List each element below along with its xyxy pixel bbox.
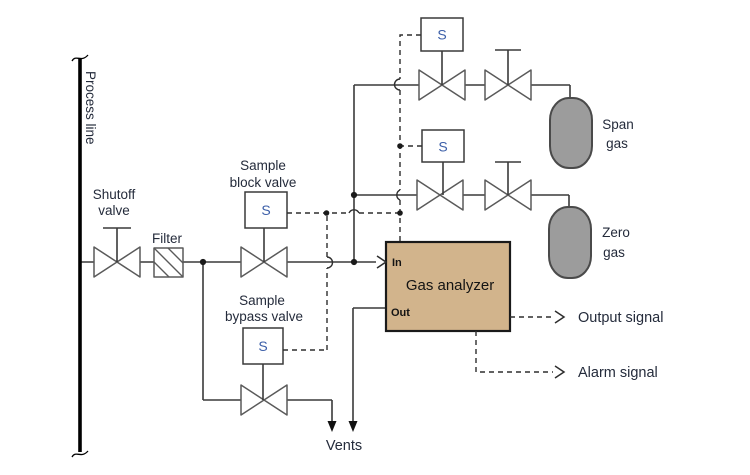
alarm-signal-dashed xyxy=(475,331,553,373)
output-signal-label: Output signal xyxy=(578,310,663,326)
process-line-break-bottom xyxy=(71,450,89,458)
pipes xyxy=(80,84,571,421)
span-gas-label-line2: gas xyxy=(606,136,628,151)
bypass-solenoid-letter: S xyxy=(258,338,267,354)
shutoff-valve-label-line2: valve xyxy=(98,203,130,218)
bypass-line xyxy=(202,262,333,421)
analyzer-title: Gas analyzer xyxy=(406,277,494,294)
alarm-signal-arrow-icon xyxy=(554,365,566,379)
gas-bottles xyxy=(548,97,593,279)
shutoff-valve-handle xyxy=(103,227,131,262)
zero-gas-bottle xyxy=(548,206,592,279)
junction-dot xyxy=(397,143,403,149)
junction-dot xyxy=(350,191,358,199)
filter-label: Filter xyxy=(152,231,183,246)
filter-hatch xyxy=(153,247,184,278)
junction-dot xyxy=(199,258,207,266)
block-solenoid-box xyxy=(244,191,288,229)
valves xyxy=(93,49,532,416)
zero-gas-line xyxy=(354,194,570,207)
arrows-and-junctions xyxy=(199,143,403,432)
junction-dot xyxy=(350,258,358,266)
alarm-signal-label: Alarm signal xyxy=(578,365,658,381)
span-gas-bottle xyxy=(549,97,593,169)
zero-gas-label-line1: Zero xyxy=(602,225,630,240)
analyzer-out-line xyxy=(352,307,386,421)
process-line xyxy=(71,54,89,458)
control-lines xyxy=(283,34,566,379)
zero-solenoid-valve-symbol xyxy=(416,179,464,211)
zero-manual-valve-handle xyxy=(495,161,521,195)
analyzer-in-port-label: In xyxy=(392,257,402,269)
junction-dot xyxy=(323,210,330,216)
bypass-solenoid-dashed xyxy=(283,213,328,351)
span-gas-label-line1: Span xyxy=(602,117,634,132)
line-hop xyxy=(348,209,360,214)
sample-bypass-valve-label-line2: bypass valve xyxy=(225,309,303,324)
block-solenoid-letter: S xyxy=(261,202,270,218)
gas-analyzer-box xyxy=(384,240,512,333)
vents-label: Vents xyxy=(326,438,362,454)
labels: Process line Shutoff valve Filter Sample… xyxy=(83,71,663,454)
vent-arrow-icon xyxy=(327,421,337,432)
bypass-solenoid-box xyxy=(242,327,284,365)
sample-block-valve-label-line2: block valve xyxy=(230,175,297,190)
process-line-label: Process line xyxy=(83,71,98,145)
process-line-break-top xyxy=(71,54,89,62)
shutoff-valve-label-line1: Shutoff xyxy=(93,187,136,202)
span-manual-valve-handle xyxy=(495,49,521,85)
sample-bypass-valve-label-line1: Sample xyxy=(239,293,285,308)
analyzer-out-port-label: Out xyxy=(391,307,410,319)
line-hop xyxy=(326,256,334,269)
zero-gas-label-line2: gas xyxy=(603,245,625,260)
filter-symbol xyxy=(153,247,184,278)
line-hop xyxy=(396,189,401,201)
output-signal-arrow-icon xyxy=(554,310,566,324)
sample-block-valve-label-line1: Sample xyxy=(240,158,286,173)
span-solenoid-letter: S xyxy=(437,27,446,43)
sample-bypass-valve-symbol xyxy=(240,384,288,416)
solenoid-trunk-dashed xyxy=(399,34,421,242)
analyzer-in-arrow-icon xyxy=(376,255,388,269)
junction-dot xyxy=(397,210,403,216)
solenoid-boxes: S S S S xyxy=(242,17,465,365)
vent-arrow-icon xyxy=(348,421,358,432)
gas-analyzer: In Out Gas analyzer xyxy=(384,240,512,333)
zero-solenoid-letter: S xyxy=(438,139,447,155)
span-gas-line xyxy=(354,84,571,98)
line-hop xyxy=(393,78,401,91)
